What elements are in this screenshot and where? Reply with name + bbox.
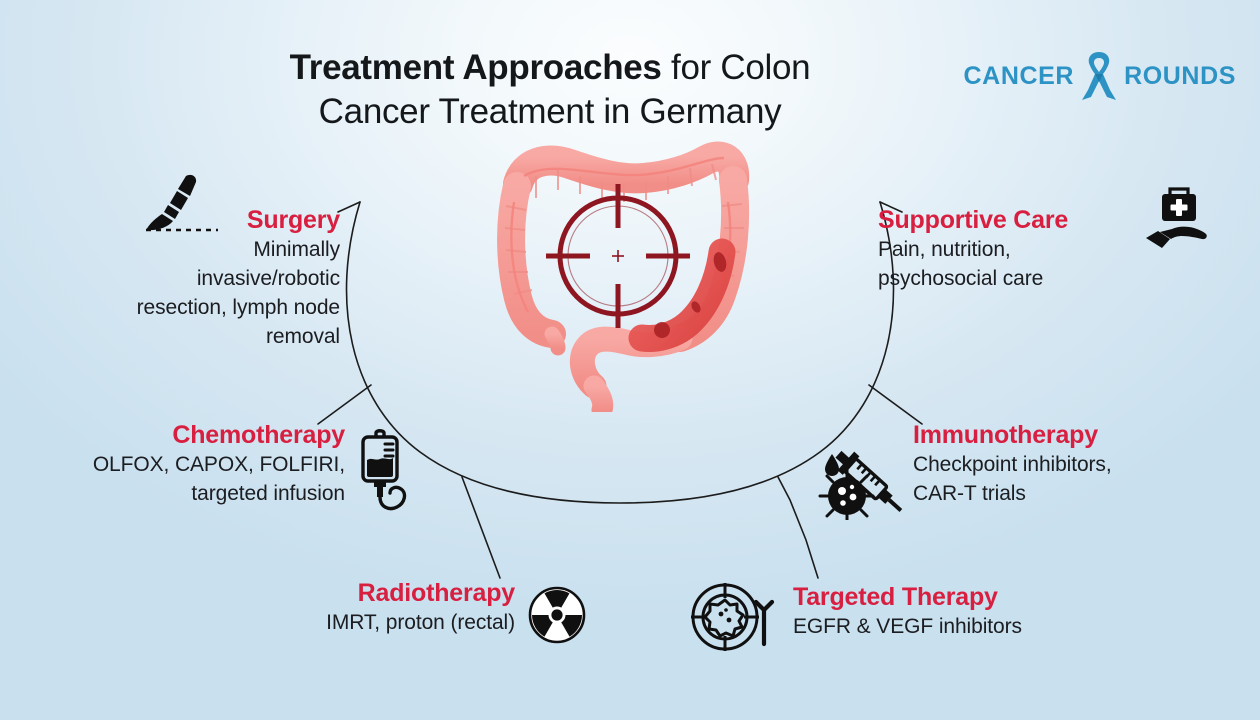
hand-first-aid-kit-icon (1138, 186, 1214, 252)
approach-radiotherapy-heading: Radiotherapy (357, 579, 516, 607)
approach-chemotherapy-heading: Chemotherapy (172, 421, 345, 449)
logo-word-cancer: CANCER (963, 61, 1075, 90)
scalpel-icon (124, 172, 220, 234)
approach-immunotherapy: Immunotherapy Checkpoint inhibitors, CAR… (913, 420, 1223, 508)
approach-supportive-care-description: Pain, nutrition, psychosocial care (878, 235, 1178, 293)
text-line: OLFOX, CAPOX, FOLFIRI, (92, 453, 345, 476)
brand-logo[interactable]: CANCER ROUNDS (964, 50, 1236, 102)
text-line: IMRT, proton (rectal) (326, 611, 515, 634)
text-line: removal (266, 325, 340, 348)
title-bold-part: Treatment Approaches (289, 48, 662, 87)
text-line: targeted infusion (191, 482, 345, 505)
title-light-part: for Colon (661, 48, 811, 87)
text-line: Pain, nutrition, (878, 238, 1011, 261)
radiation-trefoil-icon (528, 586, 586, 644)
approach-targeted-therapy-heading: Targeted Therapy (793, 583, 998, 611)
colon-illustration (484, 132, 756, 412)
approach-radiotherapy-description: IMRT, proton (rectal) (190, 608, 515, 637)
text-line: Checkpoint inhibitors, (913, 453, 1112, 476)
approach-chemotherapy-description: OLFOX, CAPOX, FOLFIRI, targeted infusion (20, 450, 345, 508)
text-line: CAR-T trials (913, 482, 1026, 505)
text-line: invasive/robotic (196, 267, 340, 290)
approach-supportive-care: Supportive Care Pain, nutrition, psychos… (878, 205, 1178, 293)
text-line: psychosocial care (878, 267, 1044, 290)
target-cell-antibody-icon (688, 582, 784, 654)
approach-surgery-description: Minimally invasive/robotic resection, ly… (30, 235, 340, 351)
iv-drip-bag-icon (357, 427, 419, 519)
awareness-ribbon-icon (1076, 50, 1122, 102)
approach-chemotherapy: Chemotherapy OLFOX, CAPOX, FOLFIRI, targ… (20, 420, 345, 508)
approach-immunotherapy-heading: Immunotherapy (913, 421, 1098, 449)
text-line: EGFR & VEGF inhibitors (793, 615, 1022, 638)
page-title: Treatment Approaches for Colon Cancer Tr… (180, 46, 920, 134)
approach-surgery-heading: Surgery (246, 206, 340, 234)
text-line: Minimally (253, 238, 340, 261)
approach-supportive-care-heading: Supportive Care (878, 206, 1069, 234)
title-second-line: Cancer Treatment in Germany (318, 92, 782, 131)
syringe-virus-icon (812, 448, 912, 520)
logo-word-rounds: ROUNDS (1124, 61, 1236, 90)
text-line: resection, lymph node (136, 296, 340, 319)
approach-targeted-therapy: Targeted Therapy EGFR & VEGF inhibitors (793, 582, 1123, 641)
approach-radiotherapy: Radiotherapy IMRT, proton (rectal) (190, 578, 515, 637)
approach-immunotherapy-description: Checkpoint inhibitors, CAR-T trials (913, 450, 1223, 508)
approach-targeted-therapy-description: EGFR & VEGF inhibitors (793, 612, 1123, 641)
approach-surgery: Surgery Minimally invasive/robotic resec… (30, 205, 341, 351)
